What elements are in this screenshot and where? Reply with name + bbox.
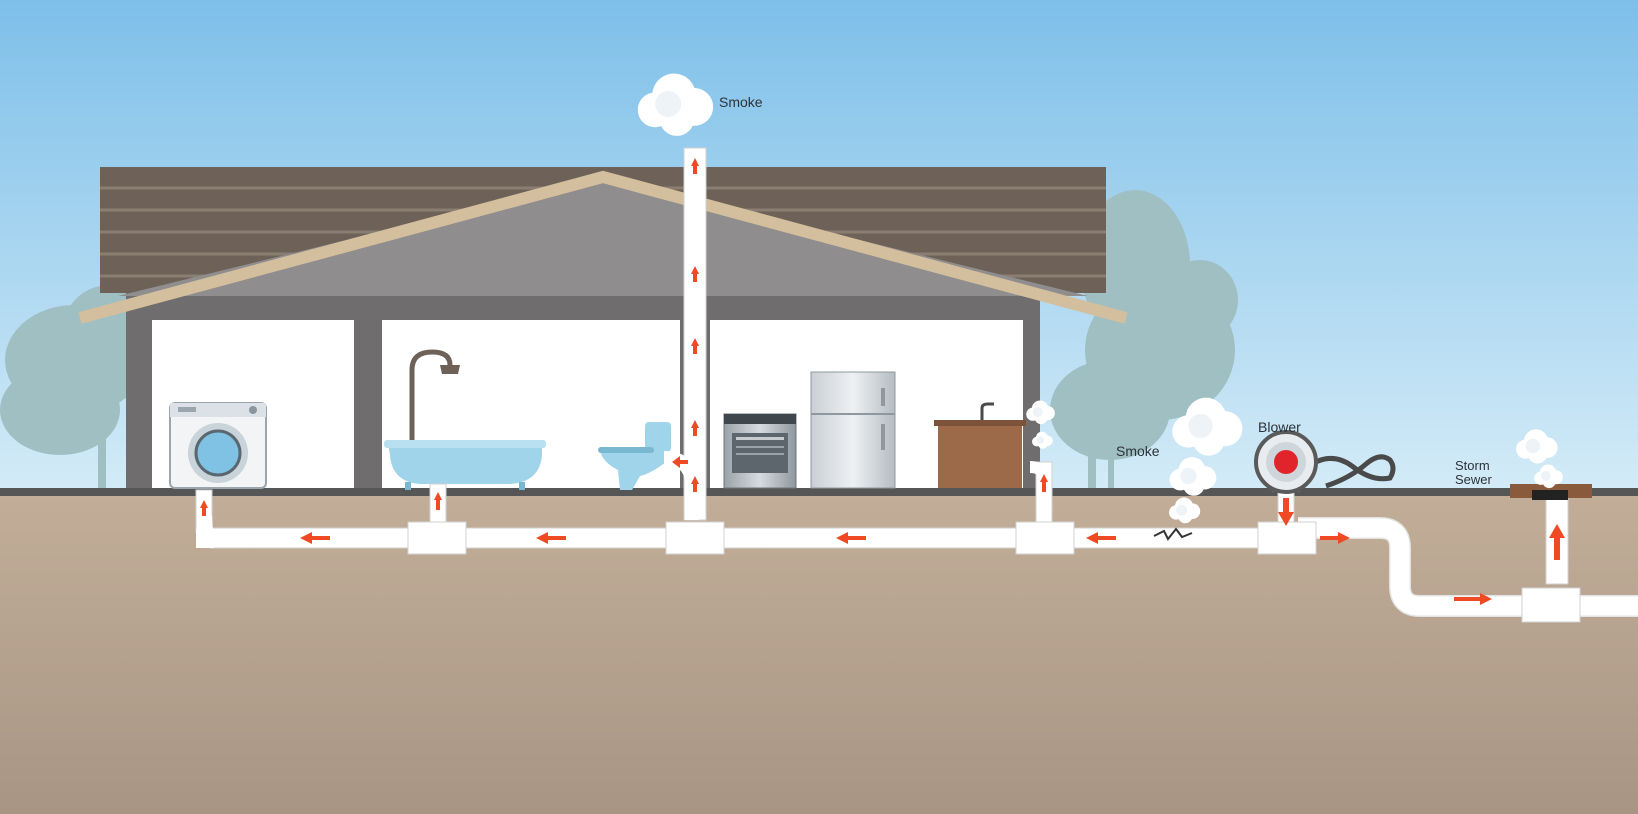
smoke-vent-label: Smoke	[719, 94, 763, 110]
sink-cabinet-icon	[934, 402, 1026, 488]
crack-icon	[1153, 527, 1193, 541]
smoke-leak-label: Smoke	[1116, 443, 1160, 459]
stove-icon	[723, 413, 797, 489]
refrigerator-icon	[810, 371, 896, 489]
bathtub-icon	[384, 440, 546, 490]
storm-sewer-label-line1: Storm	[1455, 458, 1490, 473]
toilet-drain-bend	[663, 451, 699, 520]
ground-line	[0, 488, 1638, 496]
washing-machine-icon	[169, 402, 267, 489]
tree-icon	[0, 285, 155, 490]
main-sewer-line	[196, 516, 1638, 623]
flow-arrow-icon	[200, 158, 1565, 605]
toilet-icon	[598, 422, 671, 490]
blower-label: Blower	[1258, 419, 1301, 435]
storm-drain-icon	[1510, 484, 1592, 500]
tree-icon	[1050, 190, 1238, 490]
roof-icon	[78, 167, 1128, 324]
blower-icon	[1254, 430, 1396, 494]
storm-sewer-label-line2: Sewer	[1455, 472, 1492, 487]
shower-head-icon	[409, 349, 460, 444]
